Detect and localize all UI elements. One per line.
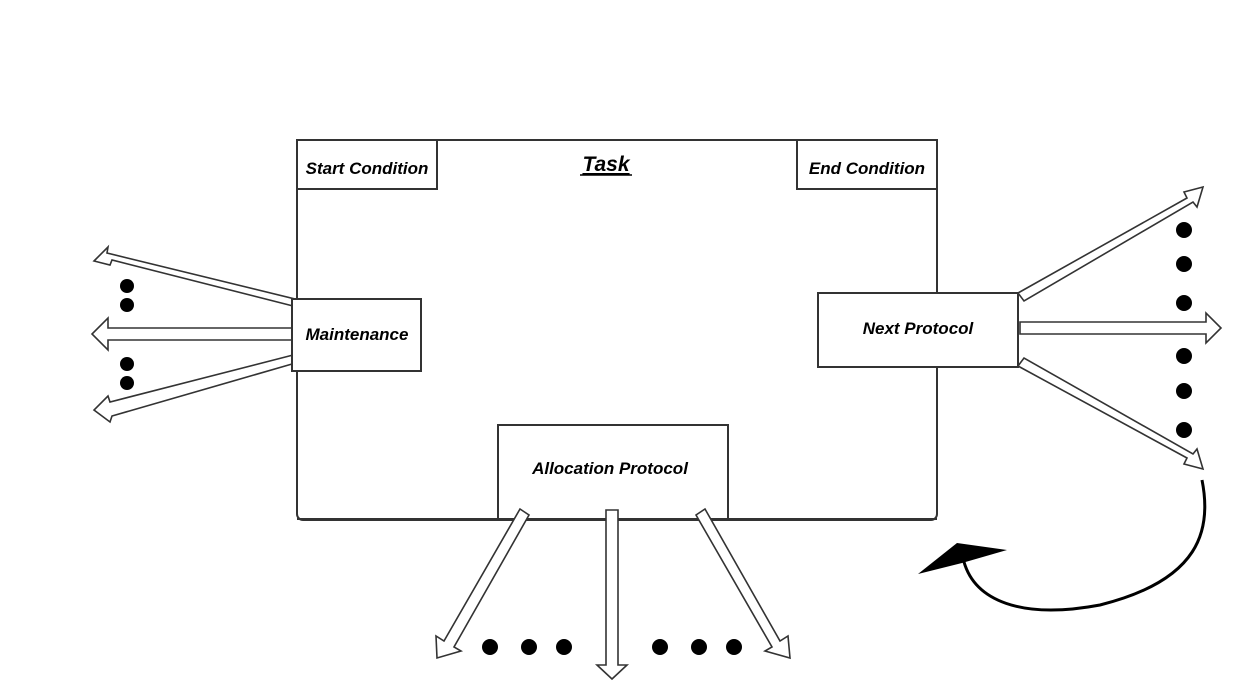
next-protocol-arrow-up [1016,185,1205,303]
ellipsis-dot [556,639,572,655]
maintenance-box[interactable] [291,298,422,372]
next-protocol-label: Next Protocol [863,319,975,338]
end-condition-label: End Condition [809,159,925,178]
maintenance-label: Maintenance [306,325,409,344]
ellipsis-dot [1176,256,1192,272]
next-protocol-arrow-middle [1019,311,1223,345]
ellipsis-dot [1176,422,1192,438]
allocation-arrow-left [435,507,531,660]
start-condition-box[interactable] [296,139,438,190]
ellipsis-dot [1176,348,1192,364]
maintenance-arrow-up [92,244,300,308]
maintenance-arrow-middle [90,316,296,352]
next-protocol-arrows [1016,185,1223,471]
ellipsis-dot [1176,295,1192,311]
allocation-arrow-right [694,507,791,660]
maintenance-arrow-down [92,353,300,424]
next-protocol-arrow-down [1016,356,1205,471]
allocation-arrows [435,507,791,681]
ellipsis-dot [726,639,742,655]
feedback-loop-curve [962,479,1207,612]
maintenance-arrows [90,244,300,424]
ellipsis-dot [1176,383,1192,399]
ellipsis-dot [652,639,668,655]
allocation-protocol-label: Allocation Protocol [531,459,689,478]
next-protocol-box[interactable] [817,292,1019,368]
ellipsis-dot [120,298,134,312]
ellipsis-dot [120,279,134,293]
start-condition-label: Start Condition [306,159,429,178]
task-title: Task [582,153,630,176]
ellipsis-dot [691,639,707,655]
ellipsis-dot [120,376,134,390]
ellipsis-dot [1176,222,1192,238]
ellipsis-dot [120,357,134,371]
feedback-loop-arrowhead [918,543,1007,574]
allocation-protocol-box[interactable] [497,424,729,521]
ellipsis-dot [521,639,537,655]
allocation-arrow-middle [594,509,630,681]
end-condition-box[interactable] [796,139,938,190]
ellipsis-dot [482,639,498,655]
